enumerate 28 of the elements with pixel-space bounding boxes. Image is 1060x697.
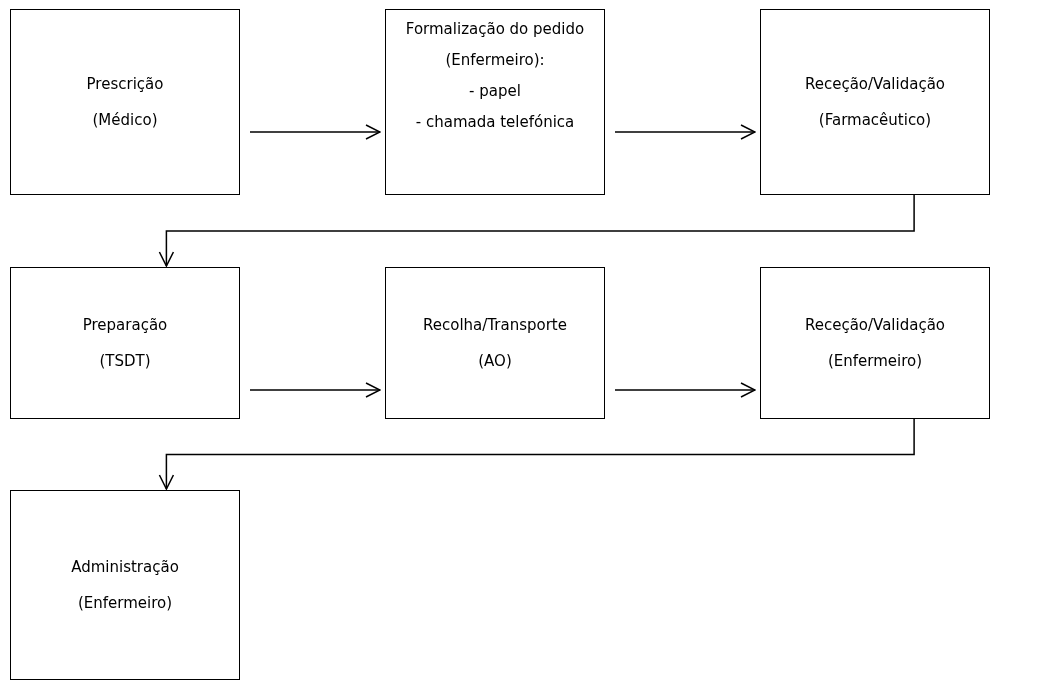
box-text: (Enfermeiro) [827,351,923,372]
box-text: Administração [71,557,179,578]
box-text: (Farmacêutico) [818,110,932,131]
process-box [385,9,605,195]
process-box [760,9,990,195]
box-text: - chamada telefónica [415,112,575,133]
box-text: - papel [469,81,521,102]
box-text: (AO) [478,351,512,372]
box-text: Preparação [82,315,168,336]
box-text: Recolha/Transporte [423,315,567,336]
process-box [10,267,240,419]
box-text: (Médico) [92,110,158,131]
arrow [614,124,756,140]
box-text: Formalização do pedido (Enfermeiro): [404,19,586,71]
box-text: (TSDT) [99,351,151,372]
arrow [158,194,915,267]
process-box [10,490,240,680]
arrow [249,124,381,140]
arrow [158,418,915,490]
box-text: Receção/Validação [804,74,946,95]
process-box [10,9,240,195]
box-text: (Enfermeiro) [77,593,173,614]
process-box [760,267,990,419]
box-text: Prescrição [86,74,164,95]
process-box [385,267,605,419]
arrow [249,382,381,398]
arrow [614,382,756,398]
box-text: Receção/Validação [804,315,946,336]
